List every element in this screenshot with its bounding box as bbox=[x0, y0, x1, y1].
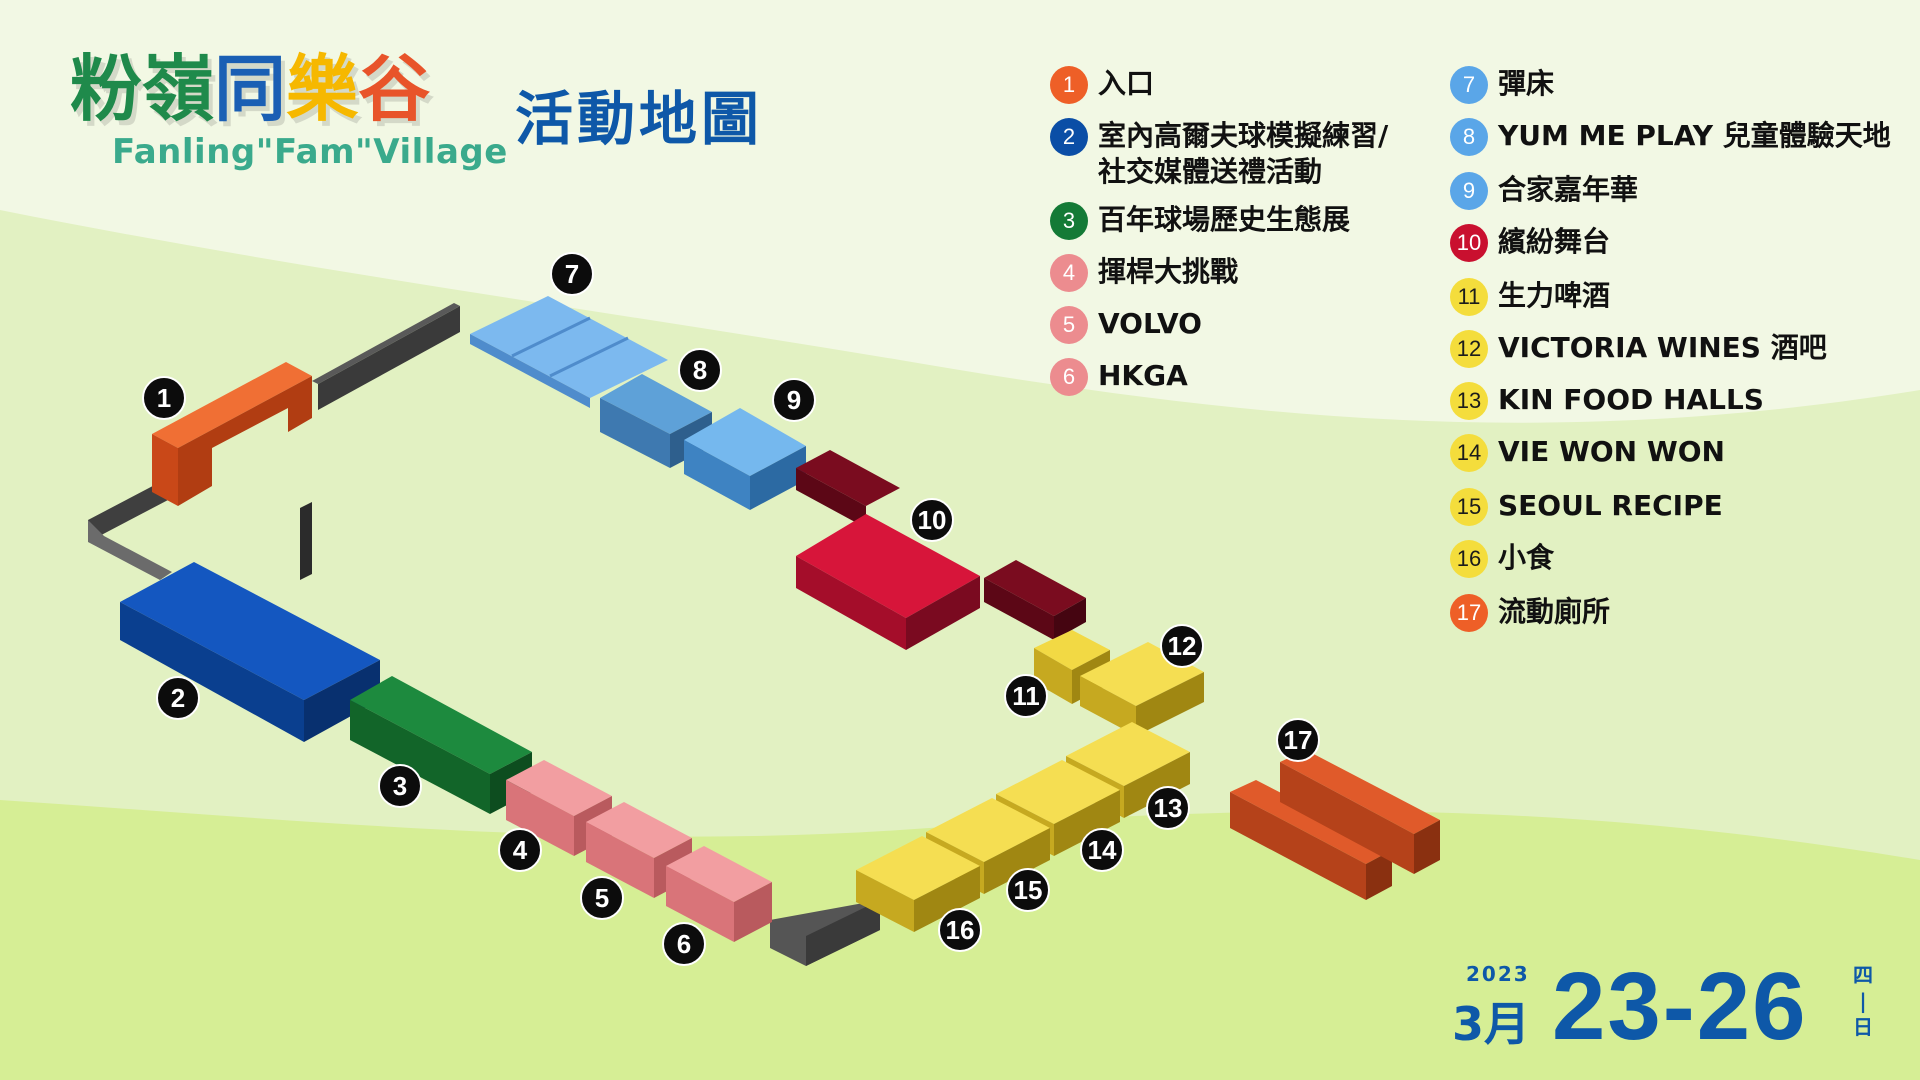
legend-item-trampoline[interactable]: 7 彈床 bbox=[1450, 66, 1554, 104]
weekday-start: 四 bbox=[1853, 963, 1873, 987]
legend-item-swing-challenge[interactable]: 4 揮桿大挑戰 bbox=[1050, 254, 1238, 292]
booth-17-toilets[interactable] bbox=[1230, 750, 1440, 900]
legend-number-badge: 13 bbox=[1450, 382, 1488, 420]
event-month: 3月 bbox=[1452, 997, 1531, 1051]
logo-char: 粉 bbox=[70, 47, 143, 131]
legend-label: HKGA bbox=[1098, 359, 1188, 392]
map-marker-17[interactable]: 17 bbox=[1276, 718, 1320, 762]
legend-number-badge: 7 bbox=[1450, 66, 1488, 104]
event-date-range: 23-26 bbox=[1552, 953, 1808, 1060]
logo-char: 同 bbox=[214, 47, 287, 131]
legend-item-seoul-recipe[interactable]: 15 SEOUL RECIPE bbox=[1450, 488, 1723, 526]
map-marker-8[interactable]: 8 bbox=[678, 348, 722, 392]
booth-16-snacks[interactable] bbox=[856, 836, 980, 932]
legend-label: 生力啤酒 bbox=[1498, 279, 1611, 312]
map-marker-6[interactable]: 6 bbox=[662, 922, 706, 966]
booth-1-entrance[interactable] bbox=[152, 362, 312, 506]
legend-number-badge: 4 bbox=[1050, 254, 1088, 292]
event-year: 2023 bbox=[1466, 962, 1530, 986]
legend-label-line-2: 社交媒體送禮活動 bbox=[1098, 155, 1323, 188]
legend-item-victoria-wines[interactable]: 12 VICTORIA WINES 酒吧 bbox=[1450, 330, 1827, 368]
legend-item-kin-food-halls[interactable]: 13 KIN FOOD HALLS bbox=[1450, 382, 1764, 420]
legend-number-badge: 8 bbox=[1450, 118, 1488, 156]
legend-number-badge: 11 bbox=[1450, 278, 1488, 316]
map-marker-11[interactable]: 11 bbox=[1004, 674, 1048, 718]
event-logo-english: Fanling"Fam"Village bbox=[112, 132, 508, 172]
legend-label: 百年球場歷史生態展 bbox=[1098, 203, 1351, 236]
event-weekdays: 四 | 日 bbox=[1852, 962, 1874, 1040]
map-marker-2[interactable]: 2 bbox=[156, 676, 200, 720]
map-marker-15[interactable]: 15 bbox=[1006, 868, 1050, 912]
map-marker-13[interactable]: 13 bbox=[1146, 786, 1190, 830]
legend-item-snacks[interactable]: 16 小食 bbox=[1450, 540, 1554, 578]
legend-item-san-miguel[interactable]: 11 生力啤酒 bbox=[1450, 278, 1610, 316]
legend-label: 入口 bbox=[1098, 67, 1155, 100]
map-marker-14[interactable]: 14 bbox=[1080, 828, 1124, 872]
legend-label: KIN FOOD HALLS bbox=[1498, 383, 1764, 416]
legend-number-badge: 1 bbox=[1050, 66, 1088, 104]
fence-segments bbox=[88, 303, 880, 966]
logo-char: 谷 bbox=[358, 47, 431, 131]
legend-label: 合家嘉年華 bbox=[1498, 173, 1639, 206]
legend-item-hkga[interactable]: 6 HKGA bbox=[1050, 358, 1188, 396]
logo-char: 嶺 bbox=[142, 47, 215, 131]
booth-2-golf-simulator[interactable] bbox=[120, 562, 380, 742]
legend-number-badge: 3 bbox=[1050, 202, 1088, 240]
legend-number-badge: 14 bbox=[1450, 434, 1488, 472]
legend-item-yum-me-play[interactable]: 8 YUM ME PLAY 兒童體驗天地 bbox=[1450, 118, 1891, 156]
legend-label: 流動廁所 bbox=[1498, 595, 1611, 628]
legend-item-stage[interactable]: 10 繽紛舞台 bbox=[1450, 224, 1610, 262]
booth-9-carnival[interactable] bbox=[684, 408, 806, 510]
legend-item-volvo[interactable]: 5 VOLVO bbox=[1050, 306, 1202, 344]
map-title: 活動地圖 bbox=[515, 85, 764, 153]
booth-7-trampoline[interactable] bbox=[470, 296, 668, 408]
weekday-separator: | bbox=[1859, 989, 1867, 1013]
legend-item-entrance[interactable]: 1 入口 bbox=[1050, 66, 1154, 104]
booth-10-stage[interactable] bbox=[796, 450, 1086, 650]
legend-label: 彈床 bbox=[1498, 67, 1555, 100]
weekday-end: 日 bbox=[1853, 1015, 1873, 1039]
map-marker-1[interactable]: 1 bbox=[142, 376, 186, 420]
legend-item-toilets[interactable]: 17 流動廁所 bbox=[1450, 594, 1610, 632]
legend-label: 揮桿大挑戰 bbox=[1098, 255, 1239, 288]
legend-number-badge: 15 bbox=[1450, 488, 1488, 526]
legend-label-line-1: 室內高爾夫球模擬練習/ bbox=[1098, 119, 1389, 152]
legend-label: YUM ME PLAY 兒童體驗天地 bbox=[1498, 119, 1891, 152]
map-marker-9[interactable]: 9 bbox=[772, 378, 816, 422]
map-marker-10[interactable]: 10 bbox=[910, 498, 954, 542]
legend-number-badge: 5 bbox=[1050, 306, 1088, 344]
legend-label: VIE WON WON bbox=[1498, 435, 1725, 468]
map-marker-16[interactable]: 16 bbox=[938, 908, 982, 952]
map-marker-3[interactable]: 3 bbox=[378, 764, 422, 808]
legend-number-badge: 6 bbox=[1050, 358, 1088, 396]
legend-item-history-exhibition[interactable]: 3 百年球場歷史生態展 bbox=[1050, 202, 1350, 240]
legend-number-badge: 10 bbox=[1450, 224, 1488, 262]
legend-number-badge: 16 bbox=[1450, 540, 1488, 578]
legend-number-badge: 9 bbox=[1450, 172, 1488, 210]
map-marker-5[interactable]: 5 bbox=[580, 876, 624, 920]
legend-label: 小食 bbox=[1498, 541, 1555, 574]
booth-6-hkga[interactable] bbox=[666, 846, 772, 942]
legend-label: VICTORIA WINES 酒吧 bbox=[1498, 331, 1827, 364]
event-logo-chinese: 粉嶺同樂谷 bbox=[70, 48, 430, 130]
map-marker-7[interactable]: 7 bbox=[550, 252, 594, 296]
booth-3-history-exhibition[interactable] bbox=[350, 676, 532, 814]
legend-label: 繽紛舞台 bbox=[1498, 225, 1611, 258]
logo-char: 樂 bbox=[286, 47, 359, 131]
legend-number-badge: 2 bbox=[1050, 118, 1088, 156]
legend-label: SEOUL RECIPE bbox=[1498, 489, 1723, 522]
map-marker-4[interactable]: 4 bbox=[498, 828, 542, 872]
legend-number-badge: 12 bbox=[1450, 330, 1488, 368]
legend-label: VOLVO bbox=[1098, 307, 1202, 340]
legend-number-badge: 17 bbox=[1450, 594, 1488, 632]
map-marker-12[interactable]: 12 bbox=[1160, 624, 1204, 668]
legend-item-carnival[interactable]: 9 合家嘉年華 bbox=[1450, 172, 1638, 210]
legend-item-vie-won-won[interactable]: 14 VIE WON WON bbox=[1450, 434, 1725, 472]
legend-item-golf-simulator[interactable]: 2 室內高爾夫球模擬練習/社交媒體送禮活動 bbox=[1050, 118, 1388, 190]
legend-label: 室內高爾夫球模擬練習/社交媒體送禮活動 bbox=[1098, 118, 1388, 190]
